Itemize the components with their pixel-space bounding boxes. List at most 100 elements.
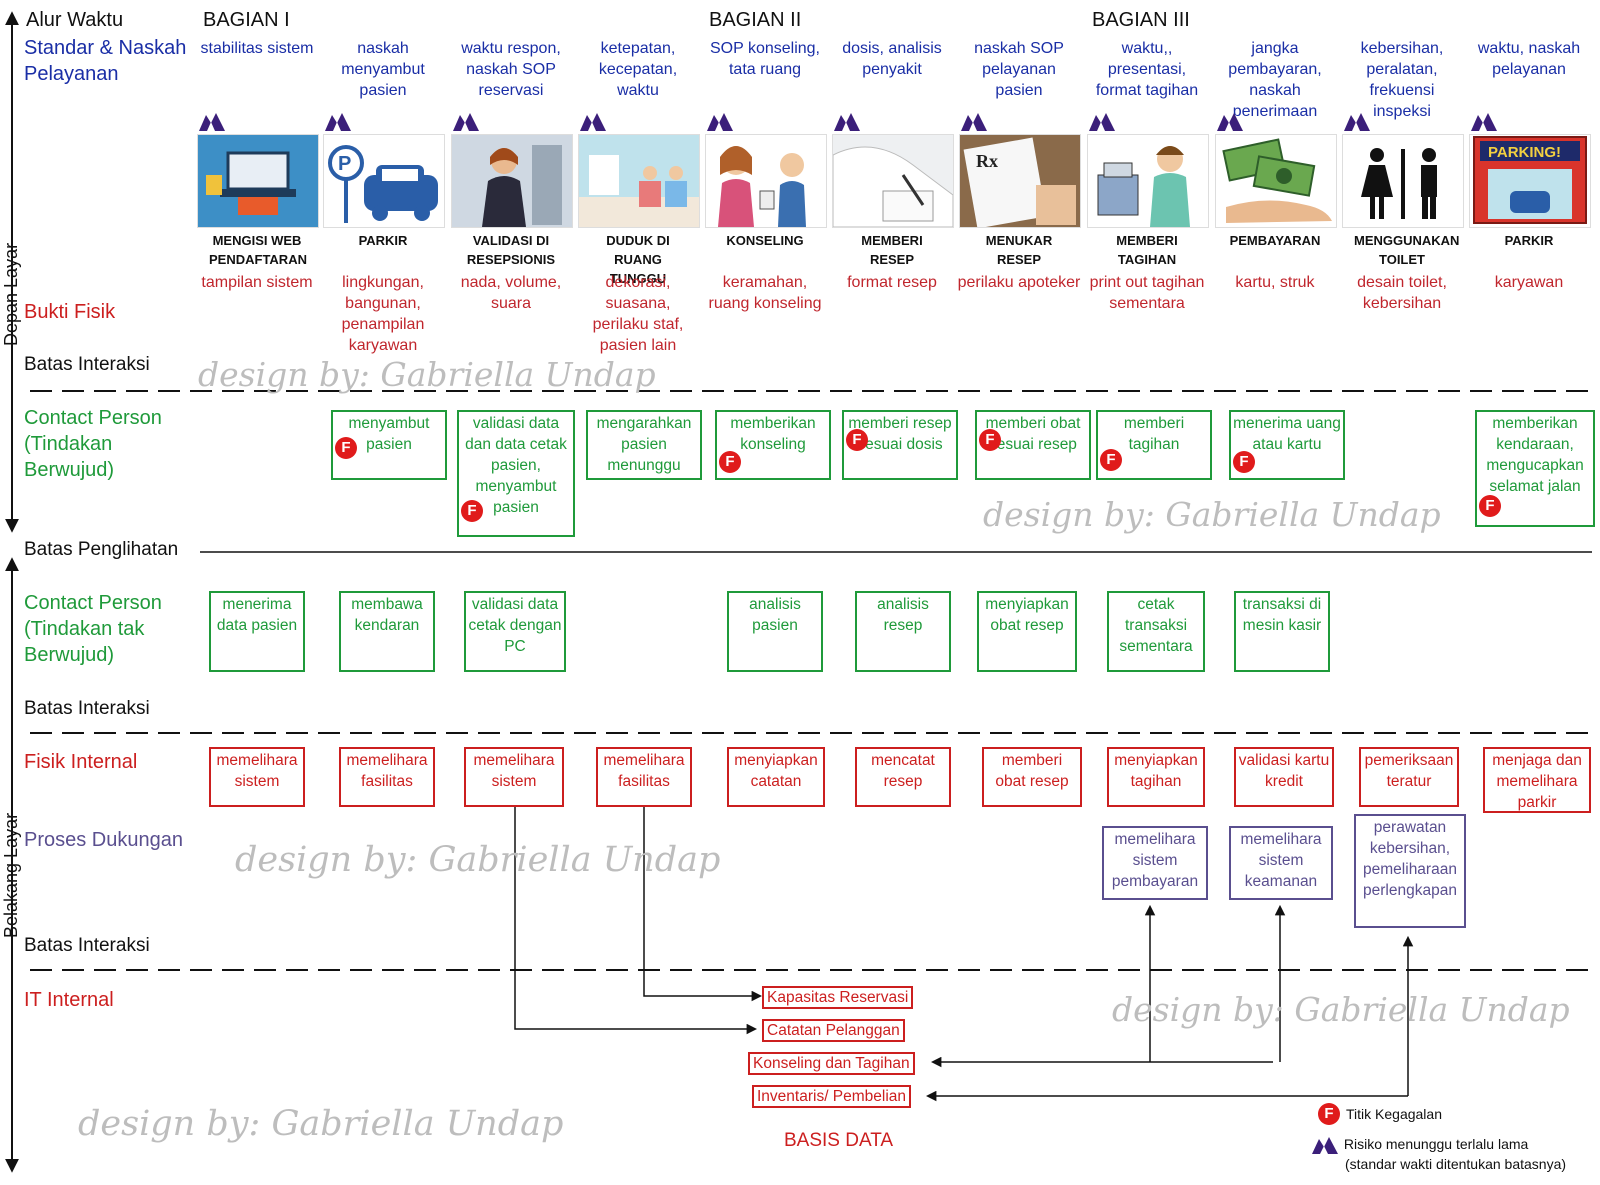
legend-wait: Risiko menunggu terlalu lama (standar wa… xyxy=(1310,1135,1566,1173)
watermark: design by: Gabriella Undap xyxy=(235,840,721,880)
step-standard: kebersihan, peralatan, frekuensi inspeks… xyxy=(1360,40,1444,120)
watermark: design by: Gabriella Undap xyxy=(983,495,1441,534)
backstage-action: cetak transaksi sementara xyxy=(1107,591,1205,672)
backstage-action: menyiapkan obat resep xyxy=(977,591,1077,672)
box-label: memberi tagihan xyxy=(1123,415,1185,453)
step-standard: SOP konseling, tata ruang xyxy=(710,40,820,78)
lane-contact-tak-berwujud: Contact Person (Tindakan tak Berwujud) xyxy=(24,592,162,666)
timeline-label: Alur Waktu xyxy=(26,9,124,31)
fail-icon: F xyxy=(846,429,868,451)
lane-batas-interaksi-1: Batas Interaksi xyxy=(24,354,150,375)
wait-risk-icon xyxy=(1089,113,1115,131)
box-label: memberikan konseling xyxy=(730,415,816,453)
step-name: MENGGUNAKAN TOILET xyxy=(1354,233,1460,267)
box-label: memelihara sistem pembayaran xyxy=(1111,831,1199,890)
internal-activity: memelihara sistem xyxy=(209,747,305,807)
box-label: validasi data cetak dengan PC xyxy=(468,596,562,655)
internal-activity: memelihara sistem xyxy=(464,747,564,807)
box-label: transaksi di mesin kasir xyxy=(1242,596,1322,634)
wait-risk-icon xyxy=(961,113,987,131)
support-process: perawatan kebersihan, pemeliharaan perle… xyxy=(1354,814,1466,928)
step-evidence: format resep xyxy=(847,274,937,291)
step-name: PARKIR xyxy=(1504,233,1554,248)
internal-activity: pemeriksaan teratur xyxy=(1359,747,1459,807)
wait-risk-icon xyxy=(1312,1137,1338,1155)
step-evidence: dekorasi, suasana, perilaku staf, pasien… xyxy=(592,274,684,354)
parking-car-icon: P xyxy=(323,134,445,228)
backstage-action: validasi data cetak dengan PC xyxy=(464,591,566,672)
wait-risk-icon xyxy=(1344,113,1370,131)
box-label: menerima uang atau kartu xyxy=(1233,415,1341,453)
step-evidence: karyawan xyxy=(1494,274,1564,291)
wait-risk-icon xyxy=(1471,113,1497,131)
wait-risk-icon xyxy=(199,113,225,131)
box-label: menerima data pasien xyxy=(216,596,298,634)
step-standard: dosis, analisis penyakit xyxy=(842,40,942,78)
backstage-action: transaksi di mesin kasir xyxy=(1234,591,1330,672)
internal-activity: menyiapkan catatan xyxy=(727,747,825,807)
box-label: perawatan kebersihan, pemeliharaan perle… xyxy=(1363,819,1457,899)
lane-bukti-fisik: Bukti Fisik xyxy=(24,301,116,323)
lane-batas-interaksi-3: Batas Interaksi xyxy=(24,935,150,956)
step-name: MENUKAR RESEP xyxy=(985,233,1053,267)
backstage-action: analisis resep xyxy=(855,591,951,672)
section-2: BAGIAN II xyxy=(709,9,802,31)
watermark: design by: Gabriella Undap xyxy=(198,355,656,394)
legend-wait-label: Risiko menunggu terlalu lama xyxy=(1343,1136,1529,1152)
lane-it-internal: IT Internal xyxy=(24,989,114,1011)
toilet-icon xyxy=(1342,134,1464,228)
step-evidence: tampilan sistem xyxy=(201,274,313,291)
lane-batas-penglihatan: Batas Penglihatan xyxy=(24,539,179,560)
step-evidence: kartu, struk xyxy=(1235,274,1315,291)
internal-activity: memelihara fasilitas xyxy=(596,747,692,807)
lane-standar: Standar & Naskah Pelayanan xyxy=(24,37,187,85)
side-back-label: Belakang Layar xyxy=(1,812,21,938)
backstage-action: analisis pasien xyxy=(727,591,823,672)
database-item: Catatan Pelanggan xyxy=(762,1019,905,1042)
legend-wait-note: (standar wakti ditentukan batasnya) xyxy=(1345,1156,1567,1173)
fail-icon: F xyxy=(719,451,741,473)
wait-risk-icon xyxy=(707,113,733,131)
lane-fisik-internal: Fisik Internal xyxy=(24,751,138,773)
database-item: Konseling dan Tagihan xyxy=(748,1052,915,1075)
step-name: MEMBERI TAGIHAN xyxy=(1116,233,1178,267)
wait-risk-icon xyxy=(834,113,860,131)
lane-proses-dukungan: Proses Dukungan xyxy=(24,829,183,851)
step-name: MEMBERI RESEP xyxy=(861,233,923,267)
fail-icon: F xyxy=(979,429,1001,451)
database-item: Kapasitas Reservasi xyxy=(762,986,914,1009)
web-registration-icon xyxy=(197,134,319,228)
receptionist-icon xyxy=(451,134,573,228)
box-label: memelihara sistem xyxy=(216,752,298,790)
parking-building-icon: PARKING! xyxy=(1469,134,1591,228)
step-name: PEMBAYARAN xyxy=(1229,233,1321,248)
box-label: validasi kartu kredit xyxy=(1238,752,1330,790)
legend-fail-label: Titik Kegagalan xyxy=(1346,1106,1442,1122)
counseling-icon xyxy=(705,134,827,228)
box-label: menyiapkan tagihan xyxy=(1114,752,1198,790)
step-standard: waktu,, presentasi, format tagihan xyxy=(1095,40,1199,99)
internal-activity: menyiapkan tagihan xyxy=(1107,747,1205,807)
svg-text:Rx: Rx xyxy=(976,151,998,171)
box-label: memelihara fasilitas xyxy=(603,752,685,790)
backstage-action: menerima data pasien xyxy=(209,591,305,672)
side-front-label: Depan Layar xyxy=(1,242,21,346)
step-standard: waktu respon, naskah SOP reservasi xyxy=(461,40,561,99)
legend-fail: F Titik Kegagalan xyxy=(1318,1103,1442,1125)
support-process: memelihara sistem pembayaran xyxy=(1102,826,1208,900)
box-label: membawa kendaran xyxy=(351,596,423,634)
step-standard: naskah menyambut pasien xyxy=(341,40,425,99)
lane-contact-berwujud: Contact Person (Tindakan Berwujud) xyxy=(24,407,162,481)
onstage-action: mengarahkan pasien menunggu xyxy=(586,410,702,480)
onstage-action: memberi tagihan xyxy=(1096,410,1212,480)
step-standard: naskah SOP pelayanan pasien xyxy=(974,40,1064,99)
step-standard: ketepatan, kecepatan, waktu xyxy=(598,40,678,99)
step-standard: stabilitas sistem xyxy=(200,40,314,57)
step-evidence: nada, volume, suara xyxy=(460,274,562,312)
box-label: memberi resep sesuai dosis xyxy=(848,415,952,453)
fail-icon: F xyxy=(461,500,483,522)
step-name: KONSELING xyxy=(726,233,804,248)
box-label: memberi obat resep xyxy=(995,752,1069,790)
box-label: mencatat resep xyxy=(871,752,935,790)
